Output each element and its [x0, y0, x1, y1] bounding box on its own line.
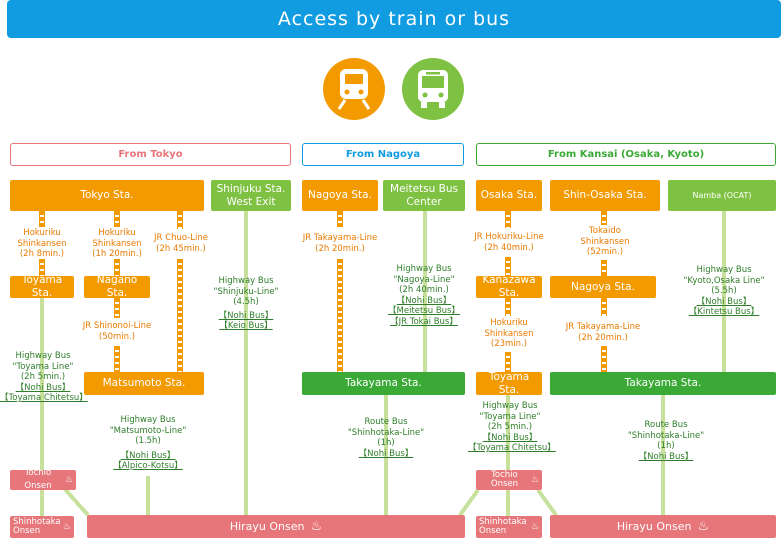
label-highway-bus-nagoya-line: Highway Bus"Nagoya-Line"(2h 40min.) 【Noh… [382, 264, 466, 327]
hot-spring-icon: ♨ [310, 519, 323, 534]
label-highway-bus-toyama-line-kansai: Highway Bus"Toyama Line"(2h 5min.) 【Nohi… [468, 401, 556, 453]
page-title: Access by train or bus [7, 0, 781, 38]
rail-tokyo-nagano-bottom [114, 259, 120, 276]
tochio-hirayu-right-connector [536, 488, 558, 517]
rail-nagano-shinonoi-top [114, 298, 120, 318]
station-takayama-kansai-route[interactable]: Takayama Sta. [550, 372, 776, 395]
tochio-onsen-left[interactable]: Tochio Onsen ♨ [10, 468, 76, 491]
rail-nagoya-kansai-bottom [601, 346, 607, 372]
tochio-onsen-right[interactable]: Tochio Onsen ♨ [476, 470, 542, 490]
station-shin-osaka[interactable]: Shin-Osaka Sta. [550, 180, 660, 211]
label-highway-bus-kyoto-osaka-line: Highway Bus"Kyoto,Osaka Line"(5.5h) 【Noh… [683, 265, 765, 317]
label-jr-takayama-line-nagoya: JR Takayama-Line(2h 20min.) [302, 233, 378, 254]
label-highway-bus-toyama-line: Highway Bus"Toyama Line"(2h 5min.) 【Nohi… [0, 351, 88, 403]
shinhotaka-onsen-left-label: Shinhotaka Onsen [13, 517, 61, 536]
rail-nagano-matsumoto [114, 346, 120, 372]
tochio-hirayu-left-connector [458, 488, 480, 517]
station-tokyo[interactable]: Tokyo Sta. [10, 180, 204, 211]
station-kanazawa[interactable]: Kanazawa Sta. [476, 274, 542, 299]
company-nohi-bus[interactable]: 【Nohi Bus】 [482, 432, 538, 443]
company-keio-bus[interactable]: 【Keio Bus】 [219, 321, 273, 331]
label-jr-hokuriku-line: JR Hokuriku-Line(2h 40min.) [474, 232, 544, 253]
header-from-nagoya: From Nagoya [302, 143, 464, 166]
rail-osaka-kanazawa [505, 257, 511, 276]
rail-osaka-top [505, 211, 511, 228]
company-nohi-bus[interactable]: 【Nohi Bus】 [218, 310, 274, 321]
station-osaka[interactable]: Osaka Sta. [476, 180, 542, 211]
station-matsumoto[interactable]: Matsumoto Sta. [84, 372, 204, 395]
company-nohi-bus[interactable]: 【Nohi Bus】 [15, 382, 71, 393]
label-route-bus-shinhotaka-nagoya: Route Bus"Shinhotaka-Line"(1h) 【Nohi Bus… [340, 417, 432, 459]
company-jr-tokai-bus[interactable]: 【JR Tokai Bus】 [390, 316, 458, 327]
label-highway-bus-matsumoto-line: Highway Bus"Matsumoto-Line"(1.5h) 【Nohi … [100, 415, 196, 472]
station-nagoya[interactable]: Nagoya Sta. [302, 180, 378, 211]
train-icon [323, 58, 385, 120]
shinhotaka-onsen-left[interactable]: Shinhotaka Onsen ♨ [10, 516, 74, 538]
station-shinjuku-west-exit[interactable]: Shinjuku Sta. West Exit [211, 180, 291, 211]
company-nohi-bus[interactable]: 【Nohi Bus】 [638, 451, 694, 462]
company-alpico-kotsu[interactable]: 【Alpico-Kotsu】 [113, 461, 183, 471]
company-nohi-bus[interactable]: 【Nohi Bus】 [696, 296, 752, 307]
header-from-kansai: From Kansai (Osaka, Kyoto) [476, 143, 776, 166]
hot-spring-icon: ♨ [530, 474, 539, 485]
station-nagoya-kansai-route[interactable]: Nagoya Sta. [550, 276, 656, 298]
label-route-bus-shinhotaka-kansai: Route Bus"Shinhotaka-Line"(1h) 【Nohi Bus… [620, 420, 712, 462]
label-jr-takayama-line-kansai: JR Takayama-Line(2h 20min.) [565, 322, 641, 343]
rail-nagoya-kansai-mid [601, 298, 607, 316]
hirayu-onsen-right[interactable]: Hirayu Onsen ♨ [550, 515, 776, 538]
hot-spring-icon: ♨ [530, 521, 539, 532]
hirayu-onsen-right-label: Hirayu Onsen [616, 520, 692, 533]
company-nohi-bus[interactable]: 【Nohi Bus】 [396, 295, 452, 306]
station-meitetsu-bus-center[interactable]: Meitetsu Bus Center [383, 180, 465, 211]
tochio-onsen-left-label: Tochio Onsen [24, 468, 52, 491]
hirayu-onsen-left-label: Hirayu Onsen [229, 520, 305, 533]
shinhotaka-onsen-right[interactable]: Shinhotaka Onsen ♨ [476, 516, 542, 538]
rail-nagoya-bottom [337, 259, 343, 372]
hirayu-onsen-left[interactable]: Hirayu Onsen ♨ [87, 515, 465, 538]
rail-shinosaka-nagoya [601, 260, 607, 276]
hot-spring-icon: ♨ [64, 474, 73, 485]
company-toyama-chitetsu[interactable]: 【Toyama Chitetsu】 [0, 393, 88, 403]
company-nohi-bus[interactable]: 【Nohi Bus】 [358, 448, 414, 459]
tochio-onsen-right-label: Tochio Onsen [490, 470, 519, 489]
station-nagano[interactable]: Nagano Sta. [84, 274, 150, 299]
rail-chuo-top [177, 211, 183, 229]
rail-tokyo-nagano-top [114, 211, 120, 227]
company-meitetsu-bus[interactable]: 【Meitetsu Bus】 [388, 306, 460, 316]
station-toyama-tokyo-route[interactable]: Toyama Sta. [10, 274, 74, 299]
rail-chuo-bottom [177, 259, 183, 372]
rail-tokyo-toyama-bottom [39, 259, 45, 276]
station-namba-ocat[interactable]: Namba (OCAT) [668, 180, 776, 211]
company-kintetsu-bus[interactable]: 【Kintetsu Bus】 [688, 307, 760, 317]
hot-spring-icon: ♨ [697, 519, 710, 534]
label-jr-chuo-line: JR Chuo-Line(2h 45min.) [154, 233, 208, 254]
rail-kanazawa-toyama [505, 352, 511, 372]
rail-nagoya-top [337, 211, 343, 227]
header-from-tokyo: From Tokyo [10, 143, 291, 166]
label-highway-bus-shinjuku-line: Highway Bus"Shinjuku-Line"(4.5h) 【Nohi B… [206, 276, 286, 332]
rail-shinosaka-top [601, 211, 607, 225]
company-nohi-bus[interactable]: 【Nohi Bus】 [120, 450, 176, 461]
shinhotaka-onsen-right-label: Shinhotaka Onsen [479, 517, 527, 536]
company-toyama-chitetsu[interactable]: 【Toyama Chitetsu】 [468, 443, 556, 453]
bus-icon [402, 58, 464, 120]
rail-tokyo-toyama-top [39, 211, 45, 227]
hot-spring-icon: ♨ [62, 521, 71, 532]
label-jr-shinonoi-line: JR Shinonoi-Line(50min.) [82, 321, 152, 342]
rail-kanazawa-bottom [505, 298, 511, 316]
station-toyama-kansai-route[interactable]: Toyama Sta. [476, 371, 542, 396]
station-takayama-nagoya-route[interactable]: Takayama Sta. [302, 372, 465, 395]
